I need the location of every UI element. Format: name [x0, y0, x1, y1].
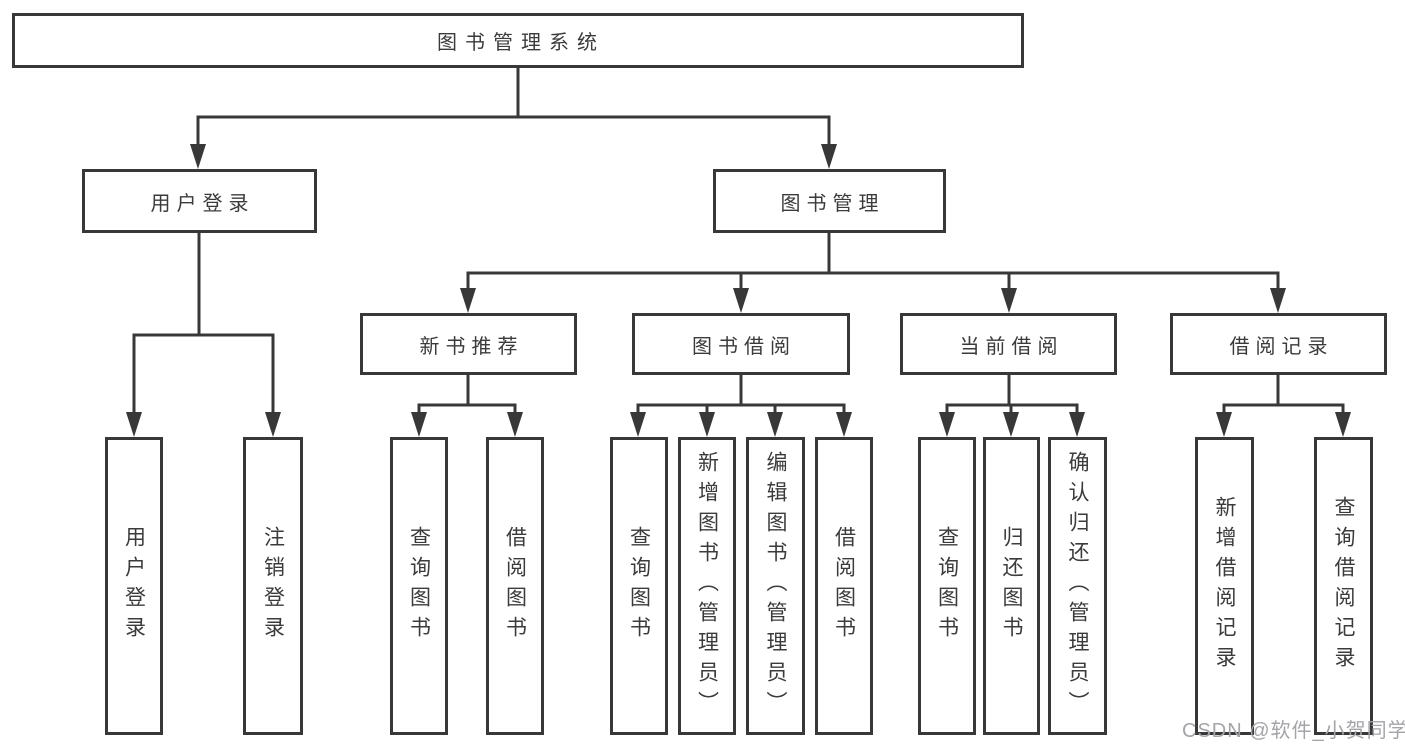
- node-label: 归还图书: [1000, 526, 1023, 646]
- leaf-query-books-recommend: 查询图书: [390, 437, 448, 735]
- arrow-icon: [126, 412, 142, 437]
- node-label: 查询借阅记录: [1332, 496, 1355, 676]
- leaf-add-borrow-record: 新增借阅记录: [1195, 437, 1254, 735]
- arrow-icon: [411, 412, 427, 437]
- node-label: 查询图书: [407, 526, 431, 646]
- arrow-icon: [1003, 412, 1019, 437]
- node-label: 查询图书: [935, 526, 959, 646]
- arrow-icon: [939, 412, 955, 437]
- node-label: 新增图书（管理员）: [695, 451, 719, 721]
- arrow-icon: [265, 412, 281, 437]
- arrow-icon: [1001, 288, 1017, 313]
- arrow-icon: [821, 144, 837, 169]
- node-current-borrow: 当前借阅: [900, 313, 1117, 375]
- arrow-icon: [767, 412, 783, 437]
- node-label: 注销登录: [261, 526, 285, 646]
- arrow-icon: [733, 288, 749, 313]
- leaf-edit-book-admin: 编辑图书（管理员）: [746, 437, 805, 735]
- node-label: 编辑图书（管理员）: [764, 451, 787, 721]
- node-label: 确认归还（管理员）: [1066, 451, 1089, 721]
- leaf-logout: 注销登录: [243, 437, 303, 735]
- node-user-login: 用户登录: [82, 169, 317, 233]
- arrow-icon: [630, 412, 646, 437]
- leaf-query-books-borrow: 查询图书: [610, 437, 668, 735]
- node-label: 新书推荐: [419, 335, 524, 358]
- node-label: 图书管理: [780, 192, 885, 215]
- node-label: 借阅图书: [832, 526, 856, 646]
- leaf-borrow-books-recommend: 借阅图书: [486, 437, 544, 735]
- leaf-query-books-current: 查询图书: [918, 437, 976, 735]
- arrow-icon: [1216, 412, 1232, 437]
- arrow-icon: [507, 412, 523, 437]
- csdn-watermark: CSDN @软件_小贺同学: [1182, 720, 1405, 742]
- leaf-confirm-return-admin: 确认归还（管理员）: [1048, 437, 1107, 735]
- node-book-management: 图书管理: [713, 169, 946, 233]
- node-label: 图书管理系统: [437, 32, 605, 54]
- arrow-icon: [190, 144, 206, 169]
- leaf-user-login: 用户登录: [105, 437, 163, 735]
- leaf-borrow-books-borrow: 借阅图书: [815, 437, 873, 735]
- leaf-add-book-admin: 新增图书（管理员）: [678, 437, 736, 735]
- node-label: 用户登录: [150, 192, 255, 215]
- node-label: 图书借阅: [692, 335, 796, 358]
- arrow-icon: [460, 288, 476, 313]
- arrow-icon: [1069, 412, 1085, 437]
- arrow-icon: [836, 412, 852, 437]
- node-label: 借阅记录: [1229, 335, 1334, 358]
- node-label: 新增借阅记录: [1213, 496, 1236, 676]
- node-book-borrow: 图书借阅: [632, 313, 850, 375]
- arrowheads: [126, 144, 1351, 437]
- arrow-icon: [1335, 412, 1351, 437]
- leaf-query-borrow-record: 查询借阅记录: [1314, 437, 1373, 735]
- arrow-icon: [1270, 288, 1286, 313]
- node-label: 当前借阅: [959, 335, 1064, 358]
- node-new-book-recommend: 新书推荐: [360, 313, 577, 375]
- node-library-system: 图书管理系统: [12, 13, 1024, 68]
- node-borrow-records: 借阅记录: [1170, 313, 1387, 375]
- node-label: 查询图书: [627, 526, 651, 646]
- arrow-icon: [699, 412, 715, 437]
- node-label: 用户登录: [122, 526, 146, 646]
- leaf-return-books: 归还图书: [983, 437, 1040, 735]
- node-label: 借阅图书: [503, 526, 527, 646]
